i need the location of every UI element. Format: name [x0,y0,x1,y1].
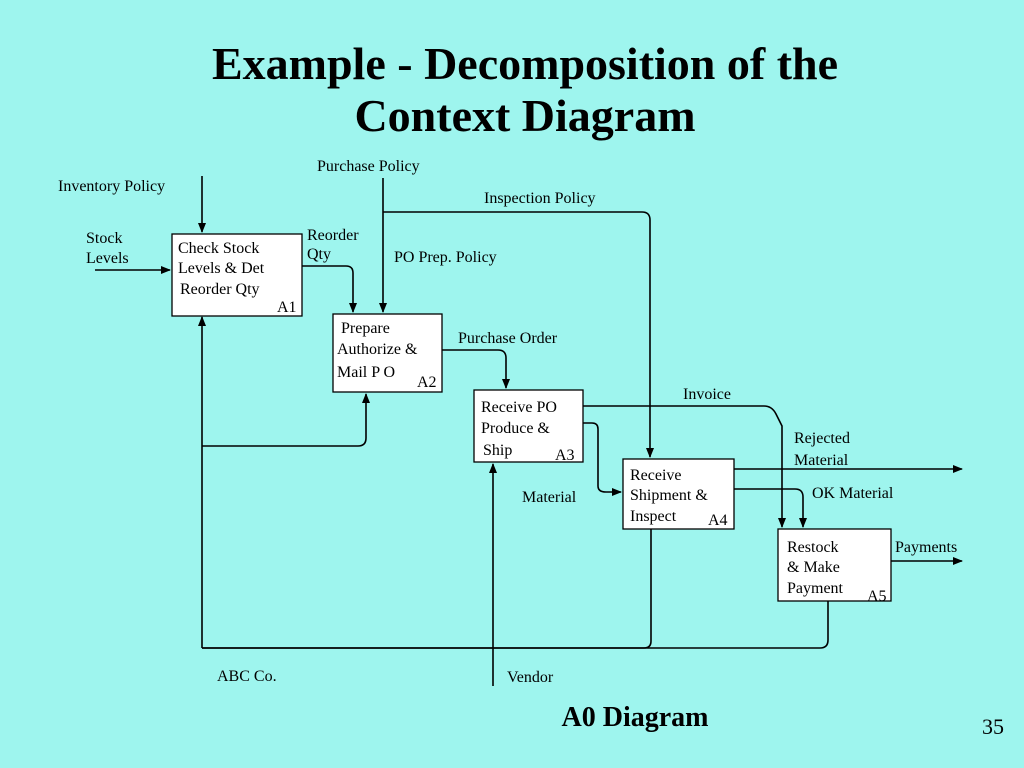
activity-a4: Receive Shipment & Inspect A4 [622,458,735,530]
arrow-invoice: Invoice [583,386,786,528]
a4-label-line-1: Receive [630,467,682,484]
arrow-inspection-policy: Inspection Policy [383,190,654,458]
title-line-1: Example - Decomposition of the [211,38,839,89]
mechanism-abc-co: ABC Co. [198,316,829,685]
a1-label-line-1: Check Stock [178,240,259,257]
a5-label-line-2: & Make [787,559,840,576]
inventory-policy-label: Inventory Policy [58,178,165,195]
arrow-purchase-order: Purchase Order [442,330,558,389]
vendor-label: Vendor [507,669,554,686]
a3-label-line-3: Ship [483,442,512,459]
inspection-policy-label: Inspection Policy [484,190,596,207]
abc-co-label: ABC Co. [217,668,277,685]
a4-label-line-3: Inspect [630,508,677,525]
a2-id: A2 [417,374,437,391]
a1-id: A1 [277,299,297,316]
page-number: 35 [982,714,1004,739]
a1-label-line-2: Levels & Det [178,260,265,277]
a3-label-line-2: Produce & [481,420,550,437]
a4-id: A4 [708,512,728,529]
activity-a2: Prepare Authorize & Mail P O A2 [332,313,443,393]
arrow-ok-material: OK Material [734,485,894,528]
a5-label-line-1: Restock [787,539,839,556]
ok-material-label: OK Material [812,485,894,502]
arrow-material: Material [522,422,622,506]
payments-label: Payments [895,539,957,556]
arrow-inventory-policy: Inventory Policy [58,176,206,233]
diagram-caption: A0 Diagram [561,702,709,733]
arrow-rejected-material: Rejected Material [734,430,963,473]
purchase-order-label: Purchase Order [458,330,558,347]
arrow-reorder-qty: Reorder Qty [302,227,359,313]
activity-a3: Receive PO Produce & Ship A3 [473,389,584,464]
reorder-qty-label-line-2: Qty [307,246,331,263]
arrow-purchase-policy: Purchase Policy [317,158,420,313]
activity-a5: Restock & Make Payment A5 [777,528,892,605]
rejected-material-label-line-2: Material [794,452,849,469]
a2-label-line-2: Authorize & [337,341,418,358]
a3-id: A3 [555,447,575,464]
mechanism-vendor: Vendor [489,463,554,686]
slide-title: Example - Decomposition of the Context D… [0,38,1024,142]
a2-label-line-1: Prepare [341,320,390,337]
purchase-policy-label: Purchase Policy [317,158,420,175]
a5-id: A5 [867,588,887,605]
a1-label-line-3: Reorder Qty [180,281,260,298]
stock-levels-label-line-2: Levels [86,250,129,267]
arrow-stock-levels: Stock Levels [86,230,171,274]
invoice-label: Invoice [683,386,731,403]
a4-label-line-2: Shipment & [630,487,708,504]
po-prep-policy-label: PO Prep. Policy [394,249,497,266]
rejected-material-label-line-1: Rejected [794,430,850,447]
arrow-payments: Payments [891,539,963,565]
reorder-qty-label-line-1: Reorder [307,227,359,244]
a3-label-line-1: Receive PO [481,399,557,416]
title-line-2: Context Diagram [354,90,696,141]
a2-label-line-3: Mail P O [337,364,395,381]
a5-label-line-3: Payment [787,580,844,597]
material-label: Material [522,489,577,506]
activity-a1: Check Stock Levels & Det Reorder Qty A1 [171,233,303,317]
stock-levels-label-line-1: Stock [86,230,122,247]
